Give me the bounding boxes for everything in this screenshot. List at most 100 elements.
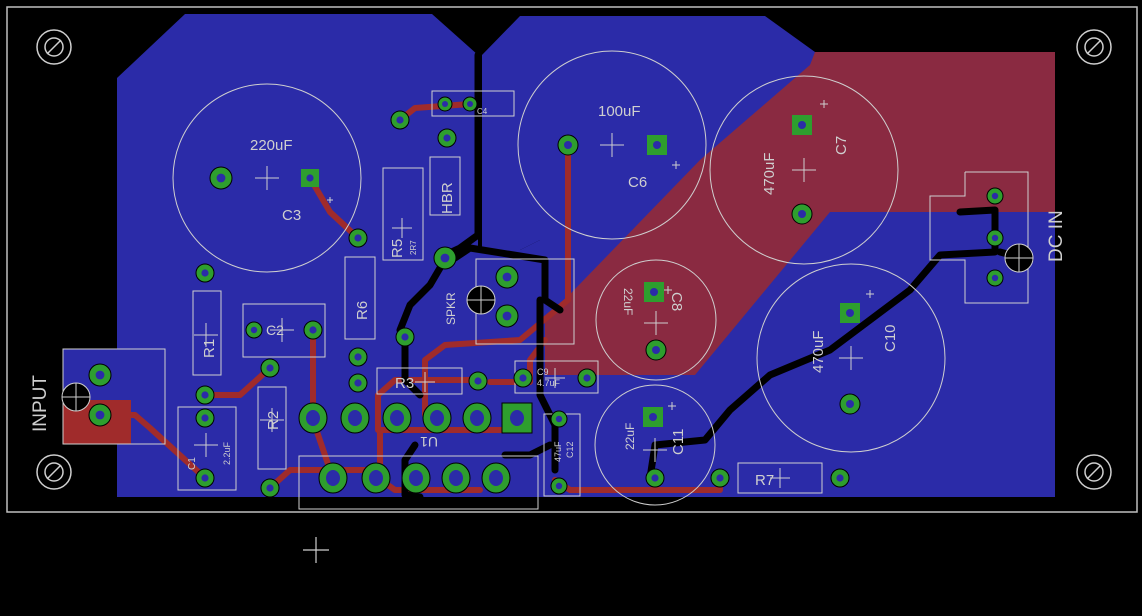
board-outline	[6, 6, 1138, 513]
pad-drill	[95, 370, 105, 380]
pad-drill	[430, 410, 444, 426]
pad-drill	[846, 400, 854, 408]
r3-outline	[376, 367, 463, 395]
pad-drill	[651, 474, 659, 482]
c12-name-label: C12	[565, 441, 575, 458]
pad-drill	[555, 482, 563, 490]
c11-value-label: 22uF	[623, 423, 637, 450]
pad-drill	[354, 234, 362, 242]
pad-drill	[216, 173, 226, 183]
c11-name-label: C11	[670, 429, 687, 455]
pad-drill	[401, 333, 409, 341]
pad-drill	[440, 253, 450, 263]
c3-outline	[172, 83, 362, 273]
c11-outline	[594, 384, 716, 506]
pad-drill	[467, 101, 473, 107]
c7-outline	[709, 75, 899, 265]
r1-label: R1	[201, 339, 218, 358]
pad-drill	[510, 410, 524, 426]
pad-drill	[348, 410, 362, 426]
pad-drill	[846, 309, 854, 317]
r6-outline	[344, 256, 376, 340]
c6-value-label: 100uF	[598, 103, 641, 120]
c9-name-label: C9	[537, 367, 549, 377]
pad-drill	[449, 470, 463, 486]
c1-outline	[177, 406, 237, 491]
pad-drill	[201, 414, 209, 422]
spkr-label: SPKR	[444, 292, 458, 325]
pad-drill	[369, 470, 383, 486]
c4-outline	[431, 90, 515, 117]
pad-drill	[250, 326, 258, 334]
r2-outline	[257, 386, 287, 470]
u1-label: U1	[420, 434, 438, 450]
pad-drill	[442, 101, 448, 107]
pad-drill	[564, 141, 572, 149]
c12-value-label: 47uF	[553, 441, 563, 462]
pad-drill	[991, 274, 999, 282]
r7-label: R7	[755, 472, 774, 489]
pad-drill	[443, 134, 451, 142]
pad-drill	[991, 234, 999, 242]
pad-drill	[798, 210, 806, 218]
c10-value-label: 470uF	[810, 330, 827, 373]
pad-drill	[555, 415, 563, 423]
pad-drill	[798, 121, 806, 129]
silkscreen-outlines	[62, 50, 1029, 510]
pad-drill	[95, 410, 105, 420]
pad-drill	[716, 474, 724, 482]
c9-value-label: 4.7uF	[537, 378, 561, 388]
r5-name-label: R5	[389, 239, 406, 258]
pads-layer	[88, 96, 1004, 498]
pad-drill	[502, 311, 512, 321]
c3-name-label: C3	[282, 207, 301, 224]
r5-value-label: 2R7	[409, 240, 418, 255]
r7-outline	[737, 462, 823, 494]
c8-outline	[595, 259, 717, 381]
pad-drill	[489, 470, 503, 486]
pad-drill	[306, 410, 320, 426]
pad-drill	[649, 413, 657, 421]
input-label: INPUT	[30, 375, 51, 432]
c6-name-label: C6	[628, 174, 647, 191]
dc-in-label: DC IN	[1046, 210, 1067, 262]
silkscreen-labels: 220uF C3 100uF C6 470uF C7 22uF C8 470uF…	[30, 103, 1067, 489]
c2-name-label: C2	[266, 322, 284, 338]
hbr-outline	[429, 156, 461, 216]
pad-drill	[390, 410, 404, 426]
r1-outline	[192, 290, 222, 376]
c7-value-label: 470uF	[761, 152, 778, 195]
r2-label: R2	[265, 411, 282, 430]
ground-pour-left	[117, 14, 540, 497]
pad-drill	[409, 470, 423, 486]
c1-name-label: C1	[187, 457, 198, 470]
pad-drill	[650, 288, 658, 296]
terminal-connector-icon	[61, 243, 1034, 412]
pad-drill	[309, 326, 317, 334]
pad-drill	[502, 272, 512, 282]
c7-name-label: C7	[833, 136, 850, 155]
dc-in-connector-outline	[929, 171, 1029, 304]
pad-drill	[201, 474, 209, 482]
pad-drill	[836, 474, 844, 482]
pad-drill	[354, 379, 362, 387]
c3-value-label: 220uF	[250, 137, 293, 154]
c8-name-label: C8	[668, 292, 685, 311]
pad-drill	[519, 374, 527, 382]
pad-drill	[396, 116, 404, 124]
pad-drill	[201, 391, 209, 399]
pad-drill	[991, 192, 999, 200]
mounting-hole-icon	[36, 29, 1112, 490]
pad-drill	[470, 410, 484, 426]
c2-outline	[242, 303, 326, 358]
hbr-label: HBR	[439, 182, 456, 214]
capacitor-outline-icon	[194, 100, 874, 488]
c4-name-label: C4	[477, 107, 488, 116]
r6-label: R6	[354, 301, 371, 320]
pad-drill	[653, 141, 661, 149]
u1-outline	[298, 455, 539, 510]
pad-drill	[354, 353, 362, 361]
pad-drill	[652, 346, 660, 354]
pad-drill	[266, 364, 274, 372]
